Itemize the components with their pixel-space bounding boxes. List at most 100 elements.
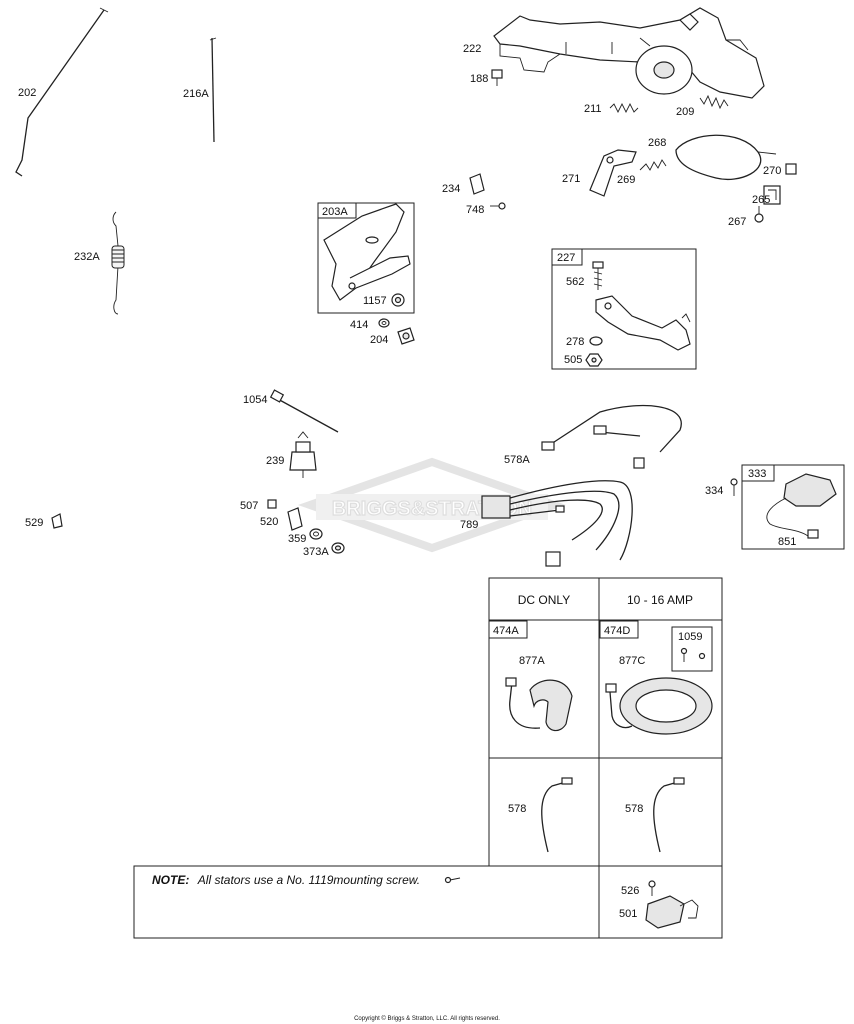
part-359-washer [309, 528, 323, 540]
label-562: 562 [566, 276, 584, 288]
label-333: 333 [748, 468, 766, 480]
part-202-rod [15, 7, 109, 177]
label-578-right: 578 [625, 803, 643, 815]
part-267-screw [754, 206, 764, 223]
label-474a: 474A [493, 625, 519, 637]
label-239: 239 [266, 455, 284, 467]
label-234: 234 [442, 183, 460, 195]
part-789-harness [481, 480, 633, 567]
kit-203a-box [317, 202, 415, 314]
part-216a-rod [209, 37, 217, 143]
label-520: 520 [260, 516, 278, 528]
part-526-screw [648, 880, 656, 896]
stator-table [488, 577, 723, 867]
part-578a-harness [541, 404, 682, 469]
label-216a: 216A [183, 88, 209, 100]
part-271-lever [589, 149, 637, 197]
label-851: 851 [778, 536, 796, 548]
label-877a: 877A [519, 655, 545, 667]
kit-474d-tab [599, 620, 639, 639]
label-203a: 203A [322, 206, 348, 218]
mounting-screw-icon [444, 876, 461, 884]
label-373a: 373A [303, 546, 329, 558]
label-227: 227 [557, 252, 575, 264]
label-505: 505 [564, 354, 582, 366]
label-271: 271 [562, 173, 580, 185]
part-474d-stator [605, 677, 713, 735]
kit-333-tab [742, 464, 775, 482]
part-269-spring [639, 159, 667, 171]
label-222: 222 [463, 43, 481, 55]
part-1059-hardware [680, 647, 706, 662]
part-209-spring [699, 94, 729, 110]
part-520-bracket [287, 507, 303, 531]
label-334: 334 [705, 485, 723, 497]
kit-1059-box [671, 626, 713, 672]
part-1054-cable-tie [269, 389, 339, 433]
part-507-screw [267, 499, 277, 509]
header-amp: 10 - 16 AMP [627, 593, 693, 607]
part-234-clip [469, 173, 485, 195]
part-748-screw [490, 202, 506, 210]
part-505-nut [585, 353, 603, 367]
label-578a: 578A [504, 454, 530, 466]
header-dc-only: DC ONLY [518, 593, 570, 607]
label-474d: 474D [604, 625, 630, 637]
label-188: 188 [470, 73, 488, 85]
label-414: 414 [350, 319, 368, 331]
part-578-right-lead [653, 777, 685, 853]
part-265-clamp [763, 185, 781, 205]
label-1157: 1157 [363, 295, 387, 307]
label-789: 789 [460, 519, 478, 531]
part-188-screw [491, 69, 503, 86]
label-267: 267 [728, 216, 746, 228]
label-211: 211 [584, 103, 602, 115]
part-268-cable [675, 134, 777, 180]
part-373a-nut [331, 542, 345, 554]
part-278-washer [589, 336, 603, 346]
label-270: 270 [763, 165, 781, 177]
kit-474a-tab [488, 620, 528, 639]
part-222-bracket [493, 7, 765, 99]
label-507: 507 [240, 500, 258, 512]
label-1054: 1054 [243, 394, 267, 406]
label-204: 204 [370, 334, 388, 346]
label-748: 748 [466, 204, 484, 216]
part-227-bracket [595, 295, 691, 351]
kit-203a-tab [318, 202, 357, 219]
label-526: 526 [621, 885, 639, 897]
label-265: 265 [752, 194, 770, 206]
note-body: All stators use a No. 1119mounting screw… [197, 873, 420, 887]
part-211-spring [609, 102, 639, 114]
part-333-ignition-coil [766, 473, 837, 539]
label-877c: 877C [619, 655, 645, 667]
label-202: 202 [18, 87, 36, 99]
copyright-text: Copyright © Briggs & Stratton, LLC. All … [354, 1015, 500, 1022]
watermark: BRIGGS&STRATTON [297, 457, 567, 553]
part-474a-stator [505, 677, 573, 732]
part-270-nut [785, 163, 797, 175]
note-panel [133, 865, 723, 939]
part-501-regulator [645, 895, 699, 929]
label-529: 529 [25, 517, 43, 529]
part-203a-governor-plate [323, 203, 411, 301]
part-529-clip [51, 513, 63, 529]
kit-333-box [741, 464, 845, 550]
part-562-screw [592, 261, 604, 290]
label-269: 269 [617, 174, 635, 186]
part-232a-spring [111, 211, 125, 315]
part-414-washer [378, 318, 390, 328]
note-prefix: NOTE: [152, 873, 189, 887]
part-239-switch [289, 431, 317, 478]
label-268: 268 [648, 137, 666, 149]
part-578-left-lead [541, 777, 573, 853]
label-209: 209 [676, 106, 694, 118]
kit-227-box [551, 248, 697, 370]
label-278: 278 [566, 336, 584, 348]
label-1059: 1059 [678, 631, 702, 643]
label-578-left: 578 [508, 803, 526, 815]
part-1157-bushing [391, 293, 405, 307]
part-204-bushing [397, 327, 415, 345]
label-501: 501 [619, 908, 637, 920]
